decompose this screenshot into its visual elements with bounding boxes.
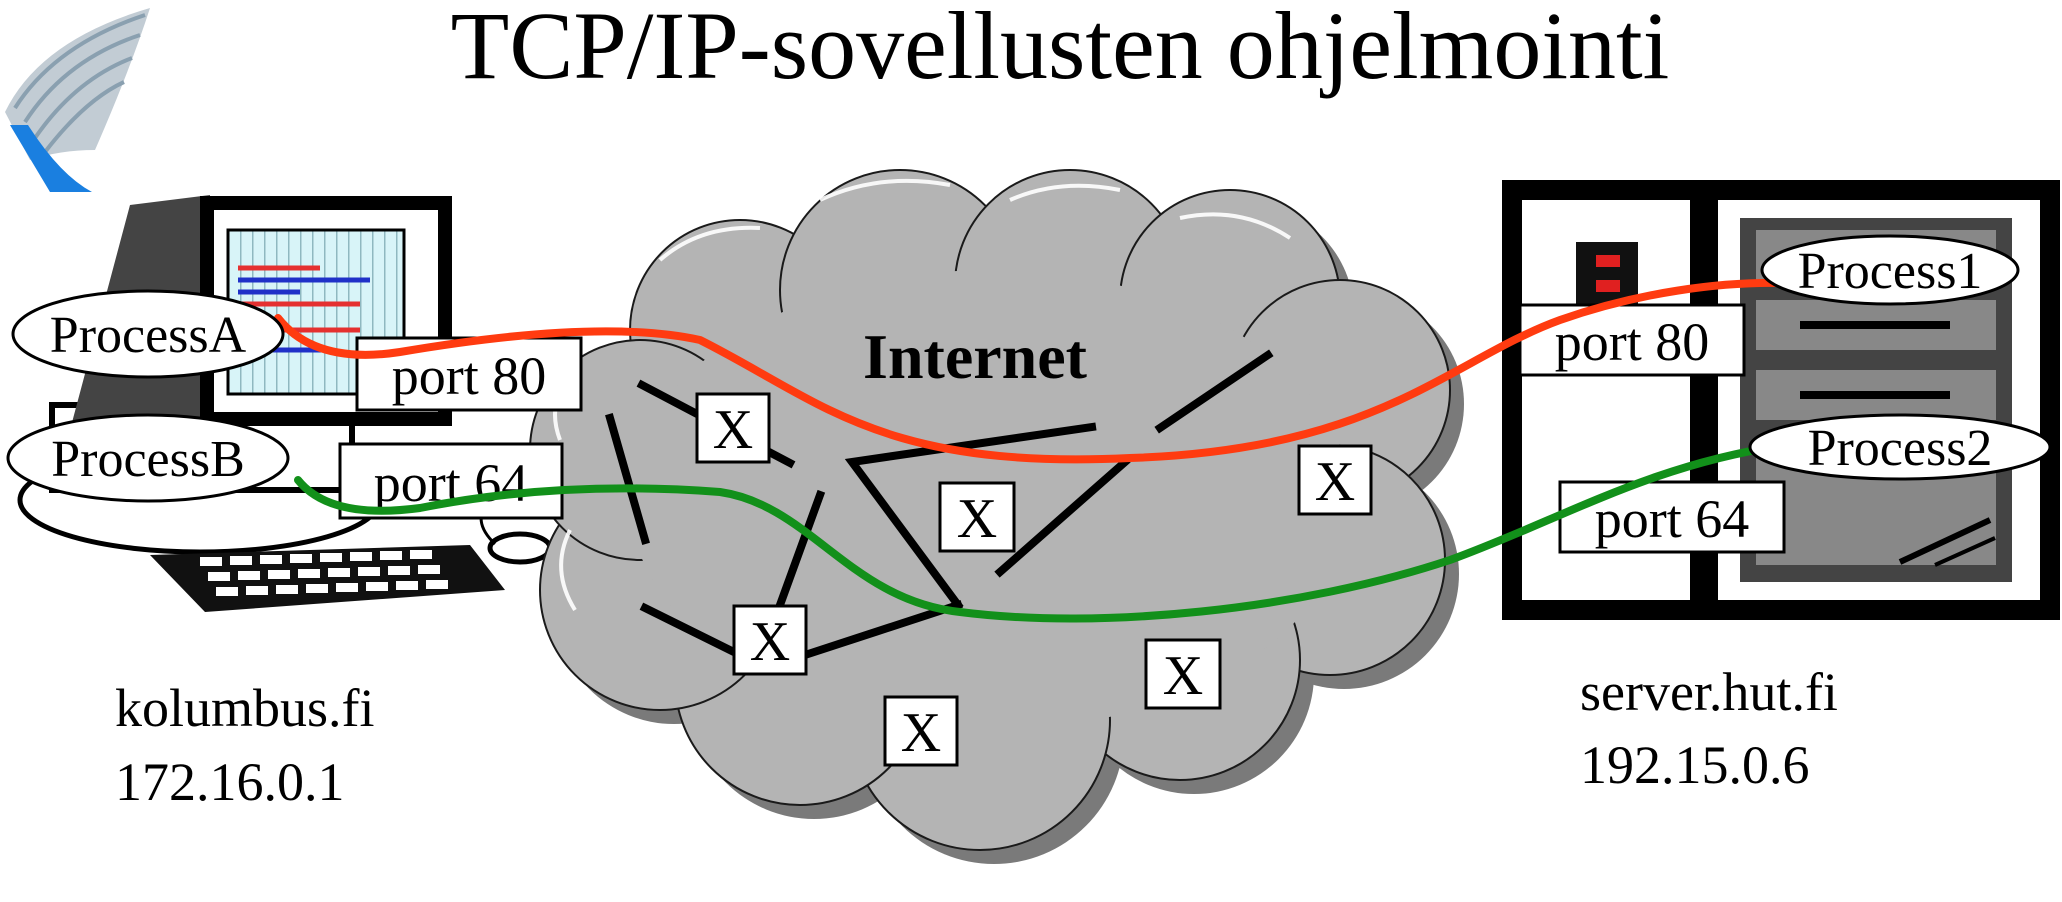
cloud-label: Internet [863, 321, 1088, 392]
router-label: X [750, 611, 790, 673]
client-ip: 172.16.0.1 [115, 752, 345, 812]
client-hostname: kolumbus.fi [115, 678, 375, 738]
svg-text:Process2: Process2 [1808, 420, 1993, 477]
process-b-node: ProcessB [6, 413, 290, 503]
router-label: X [1315, 451, 1355, 513]
svg-text:Process1: Process1 [1798, 243, 1983, 300]
mouse [487, 531, 553, 565]
server-hostname: server.hut.fi [1580, 662, 1838, 722]
connection-a-line [274, 278, 1784, 464]
router-node: X [1297, 444, 1373, 516]
process-1-node: Process1 [1760, 234, 2020, 306]
svg-text:ProcessB: ProcessB [51, 431, 245, 488]
page-title: TCP/IP-sovellusten ohjelmointi [451, 0, 1670, 99]
process-a-node: ProcessA [11, 289, 285, 379]
svg-text:port 80: port 80 [392, 346, 547, 406]
network-links [605, 349, 1274, 661]
router-node: X [732, 604, 808, 676]
process-2-node: Process2 [1748, 413, 2052, 481]
router-node: X [695, 392, 771, 464]
router-label: X [957, 488, 997, 550]
router-label: X [713, 399, 753, 461]
router-label: X [901, 702, 941, 764]
router-node: X [938, 481, 1016, 553]
router-node: X [1144, 638, 1222, 710]
client-port-80: port 80 [355, 336, 583, 412]
routers: X X X X X X [695, 392, 1373, 767]
server-ip: 192.15.0.6 [1580, 735, 1810, 795]
university-logo [5, 8, 150, 192]
router-label: X [1163, 645, 1203, 707]
svg-text:port 64: port 64 [1595, 489, 1750, 549]
router-node: X [883, 695, 959, 767]
svg-text:port 80: port 80 [1555, 312, 1710, 372]
server-port-80: port 80 [1518, 303, 1746, 377]
svg-text:ProcessA: ProcessA [50, 307, 247, 364]
server-port-64: port 64 [1558, 480, 1786, 554]
connection-b-line [294, 442, 1784, 623]
